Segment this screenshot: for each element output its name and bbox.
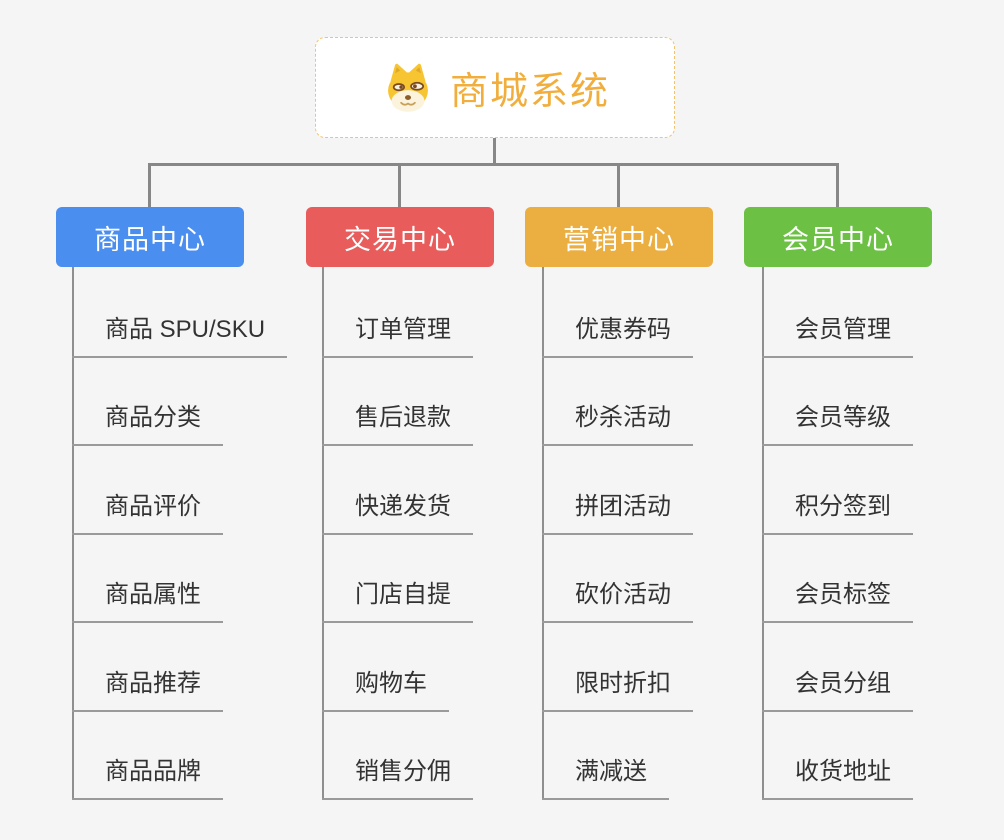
child-node-coupon-code[interactable]: 优惠券码 — [542, 318, 693, 358]
child-node-bargain-activity[interactable]: 砍价活动 — [542, 583, 693, 623]
child-node-product-recommend[interactable]: 商品推荐 — [72, 672, 223, 712]
child-node-member-tag[interactable]: 会员标签 — [762, 583, 913, 623]
child-node-product-attribute[interactable]: 商品属性 — [72, 583, 223, 623]
child-node-product-brand[interactable]: 商品品牌 — [72, 760, 223, 800]
child-node-shopping-cart[interactable]: 购物车 — [322, 672, 449, 712]
child-node-product-review[interactable]: 商品评价 — [72, 495, 223, 535]
child-node-full-reduction[interactable]: 满减送 — [542, 760, 669, 800]
child-node-order-management[interactable]: 订单管理 — [322, 318, 473, 358]
child-node-product-category[interactable]: 商品分类 — [72, 406, 223, 446]
drop-line-product — [148, 163, 151, 207]
child-node-group-buy[interactable]: 拼团活动 — [542, 495, 693, 535]
branch-node-product-center[interactable]: 商品中心 — [56, 207, 244, 267]
drop-line-trade — [398, 163, 401, 207]
child-node-member-group[interactable]: 会员分组 — [762, 672, 913, 712]
child-node-sales-commission[interactable]: 销售分佣 — [322, 760, 473, 800]
child-node-member-level[interactable]: 会员等级 — [762, 406, 913, 446]
child-node-time-limited-discount[interactable]: 限时折扣 — [542, 672, 693, 712]
branch-node-member-center[interactable]: 会员中心 — [744, 207, 932, 267]
child-node-aftersale-refund[interactable]: 售后退款 — [322, 406, 473, 446]
shiba-dog-icon — [388, 63, 428, 112]
drop-line-member — [836, 163, 839, 207]
child-node-shipping-address[interactable]: 收货地址 — [762, 760, 913, 800]
root-connector-stub — [493, 138, 496, 164]
child-node-member-management[interactable]: 会员管理 — [762, 318, 913, 358]
root-title: 商城系统 — [449, 71, 610, 113]
branch-rail-line — [148, 163, 839, 166]
branch-node-marketing-center[interactable]: 营销中心 — [525, 207, 713, 267]
child-node-product-spu-sku[interactable]: 商品 SPU/SKU — [72, 318, 288, 358]
drop-line-marketing — [617, 163, 620, 207]
child-node-points-checkin[interactable]: 积分签到 — [762, 495, 913, 535]
child-node-express-delivery[interactable]: 快递发货 — [322, 495, 473, 535]
branch-node-trade-center[interactable]: 交易中心 — [306, 207, 494, 267]
root-node[interactable]: 商城系统 — [315, 37, 675, 138]
child-node-store-pickup[interactable]: 门店自提 — [322, 583, 473, 623]
child-node-flash-sale[interactable]: 秒杀活动 — [542, 406, 693, 446]
